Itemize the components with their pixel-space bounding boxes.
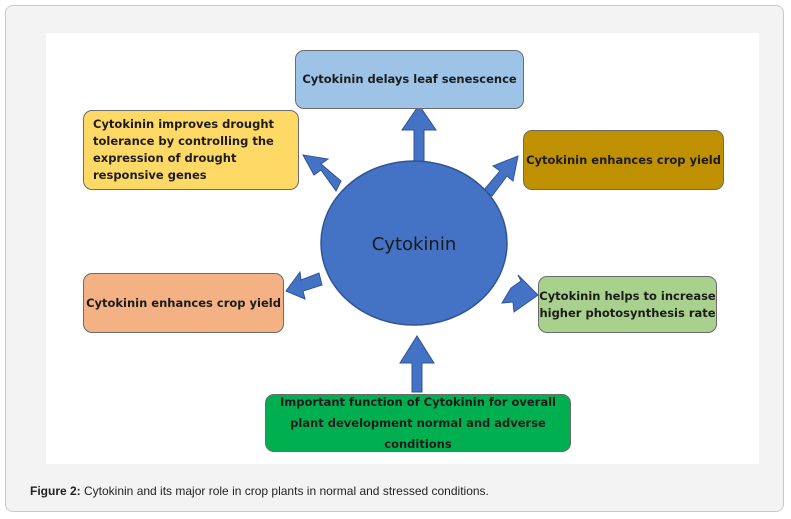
caption-text: Cytokinin and its major role in crop pla…	[80, 484, 489, 498]
arrow-left-icon	[285, 270, 323, 300]
diagram-svg: Cytokinin	[285, 104, 539, 393]
arrow-right-icon	[501, 274, 539, 313]
box-enhances-crop-yield-right-text: Cytokinin enhances crop yield	[526, 152, 721, 167]
arrow-bottom-icon	[399, 335, 435, 393]
caption-label: Figure 2:	[30, 484, 81, 498]
box-enhances-crop-yield-left: Cytokinin enhances crop yield	[83, 273, 284, 333]
arrow-upper-right-icon	[483, 155, 519, 197]
cytokinin-circle	[320, 160, 508, 326]
box-drought-tolerance: Cytokinin improves drought tolerance by …	[83, 110, 299, 190]
arrow-up-icon	[401, 104, 437, 162]
circle-label: Cytokinin	[372, 234, 457, 255]
figure-canvas: Cytokinin Cytokinin delays leaf senescen…	[46, 33, 759, 464]
box-delays-leaf-senescence-text: Cytokinin delays leaf senescence	[302, 72, 517, 86]
arrow-upper-left-icon	[302, 154, 342, 192]
box-photosynthesis-rate-text: Cytokinin helps to increase higher photo…	[539, 288, 716, 320]
box-delays-leaf-senescence: Cytokinin delays leaf senescence	[295, 50, 524, 109]
box-photosynthesis-rate: Cytokinin helps to increase higher photo…	[538, 276, 717, 333]
figure-caption: Figure 2: Cytokinin and its major role i…	[30, 484, 489, 498]
box-enhances-crop-yield-left-text: Cytokinin enhances crop yield	[86, 295, 281, 310]
box-important-function: Important function of Cytokinin for over…	[265, 394, 571, 452]
box-drought-tolerance-text: Cytokinin improves drought tolerance by …	[93, 117, 275, 182]
figure-frame: Cytokinin Cytokinin delays leaf senescen…	[5, 5, 784, 512]
box-enhances-crop-yield-right: Cytokinin enhances crop yield	[523, 130, 724, 190]
box-important-function-text: Important function of Cytokinin for over…	[280, 394, 556, 451]
